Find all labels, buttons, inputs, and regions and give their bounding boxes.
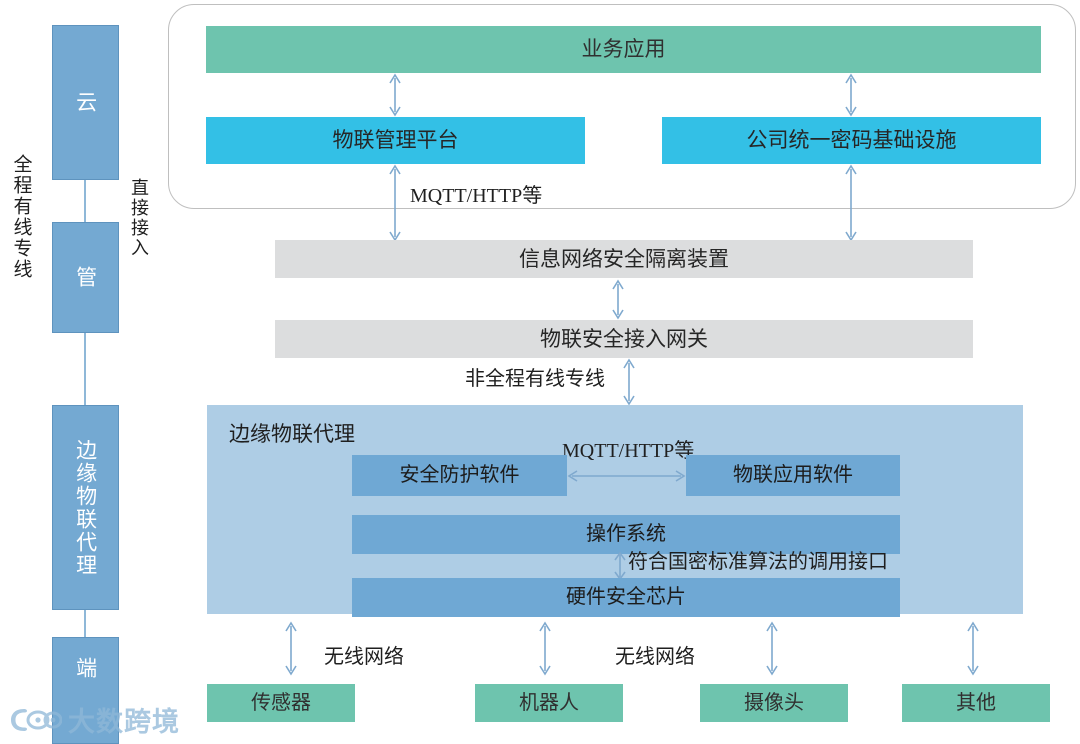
device-box-other[interactable]: 其他: [902, 684, 1050, 722]
arrow-gateway-to-edge-agent: [623, 358, 635, 406]
arrow-edge-to-camera: [766, 621, 778, 676]
business-application-box[interactable]: 业务应用: [206, 26, 1041, 73]
operating-system-label: 操作系统: [586, 523, 666, 545]
label-full-wired-line: 全程有线专线: [10, 154, 32, 280]
arrow-app-to-crypto: [845, 73, 857, 117]
sidebar-connector-3: [84, 610, 86, 637]
device-box-robot[interactable]: 机器人: [475, 684, 623, 722]
label-wireless-right: 无线网络: [615, 646, 695, 668]
sidebar-item-terminal[interactable]: 端: [52, 637, 119, 744]
device-label-camera: 摄像头: [744, 691, 804, 714]
device-label-sensor: 传感器: [251, 691, 311, 714]
iot-app-software-label: 物联应用软件: [733, 464, 853, 486]
security-gateway-box[interactable]: 物联安全接入网关: [275, 320, 973, 358]
hardware-chip-box[interactable]: 硬件安全芯片: [352, 578, 900, 617]
crypto-infrastructure-box[interactable]: 公司统一密码基础设施: [662, 117, 1041, 164]
hardware-chip-label: 硬件安全芯片: [566, 586, 686, 608]
arrow-app-to-platform: [389, 73, 401, 117]
sidebar-item-pipe-label: 管: [73, 266, 98, 289]
arrow-edge-to-other: [967, 621, 979, 676]
crypto-infrastructure-label: 公司统一密码基础设施: [746, 128, 957, 153]
security-software-label: 安全防护软件: [399, 464, 520, 486]
arrow-edge-to-robot: [539, 621, 551, 676]
iot-app-software-box[interactable]: 物联应用软件: [686, 455, 900, 496]
sidebar-connector-2: [84, 333, 86, 405]
arrow-edge-to-sensor: [285, 621, 297, 676]
isolation-device-label: 信息网络安全隔离装置: [519, 246, 729, 271]
arrow-os-to-chip: [614, 551, 626, 581]
cloud-layer-frame: [168, 4, 1076, 209]
arrow-platform-to-isolation: [389, 164, 401, 242]
sidebar-item-cloud-label: 云: [73, 91, 98, 114]
sidebar-connector-1: [84, 180, 86, 222]
label-mqtt-top: MQTT/HTTP等: [410, 185, 543, 207]
business-application-label: 业务应用: [581, 37, 666, 62]
security-gateway-label: 物联安全接入网关: [540, 326, 708, 351]
arrow-security-to-iot-app: [567, 470, 686, 482]
sidebar-item-cloud[interactable]: 云: [52, 25, 119, 180]
label-non-full-wired-line: 非全程有线专线: [465, 368, 605, 390]
device-label-other: 其他: [956, 691, 996, 714]
isolation-device-box[interactable]: 信息网络安全隔离装置: [275, 240, 973, 278]
arrow-crypto-to-isolation: [845, 164, 857, 242]
label-direct-access: 直接接入: [129, 178, 149, 258]
iot-management-platform-label: 物联管理平台: [332, 128, 459, 153]
label-gm-interface: 符合国密标准算法的调用接口: [628, 551, 888, 573]
device-label-robot: 机器人: [519, 691, 579, 714]
label-mqtt-edge: MQTT/HTTP等: [562, 440, 695, 462]
label-wireless-left: 无线网络: [324, 646, 404, 668]
sidebar-item-edge-agent[interactable]: 边缘物联代理: [52, 405, 119, 610]
arrow-isolation-to-gateway: [612, 279, 624, 320]
device-box-sensor[interactable]: 传感器: [207, 684, 355, 722]
device-box-camera[interactable]: 摄像头: [700, 684, 848, 722]
sidebar-item-terminal-label: 端: [73, 657, 98, 680]
sidebar-item-edge-agent-label: 边缘物联代理: [73, 438, 98, 577]
iot-management-platform-box[interactable]: 物联管理平台: [206, 117, 585, 164]
edge-agent-title: 边缘物联代理: [229, 422, 355, 446]
operating-system-box[interactable]: 操作系统: [352, 515, 900, 554]
security-software-box[interactable]: 安全防护软件: [352, 455, 567, 496]
sidebar-item-pipe[interactable]: 管: [52, 222, 119, 333]
